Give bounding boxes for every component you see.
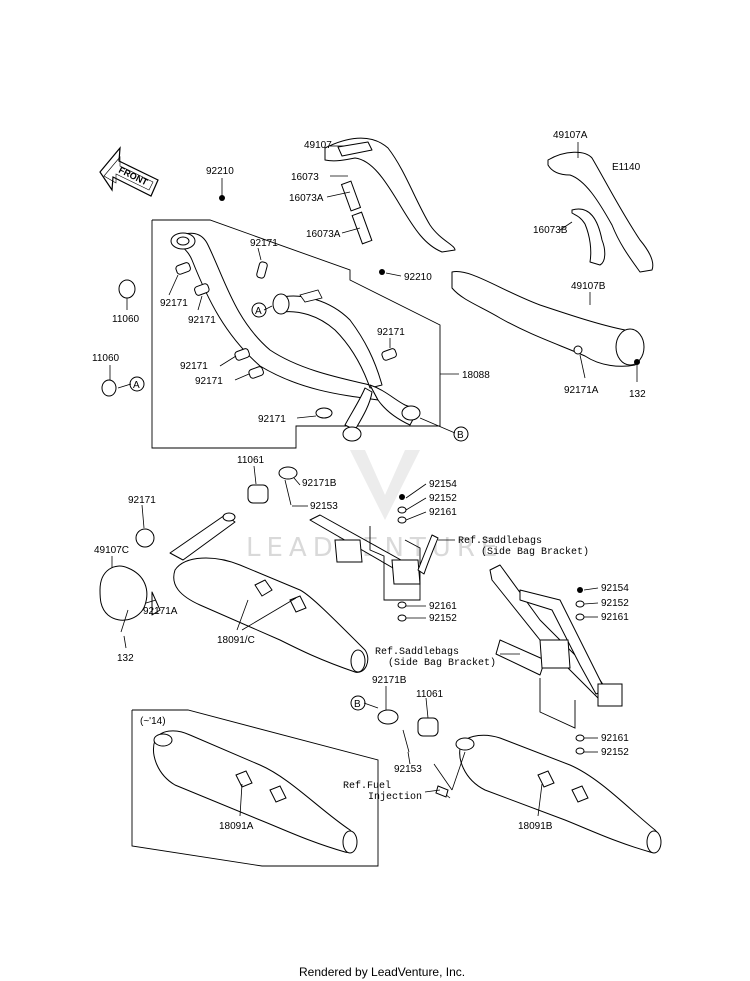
part-labels: 49107 49107A 49107B 49107C 16073 16073A … bbox=[92, 130, 646, 832]
reference-notes: Ref.Saddlebags (Side Bag Bracket) Ref.Sa… bbox=[343, 535, 589, 803]
ref-saddlebags-1: Ref.Saddlebags bbox=[458, 535, 542, 547]
label-92171B-1: 92171B bbox=[302, 478, 337, 489]
label-92152-2: 92152 bbox=[429, 613, 457, 624]
heat-cover-49107 bbox=[324, 137, 456, 253]
label-92154-1: 92154 bbox=[429, 479, 457, 490]
label-92171-e: 92171 bbox=[195, 376, 223, 387]
label-92152-4: 92152 bbox=[601, 747, 629, 758]
label-92153-1: 92153 bbox=[310, 501, 338, 512]
muffler-18091A-group bbox=[131, 709, 379, 867]
ref-saddlebags-2: Ref.Saddlebags bbox=[375, 646, 459, 658]
label-18091A: 18091A bbox=[219, 821, 254, 832]
label-11061-2: 11061 bbox=[416, 689, 444, 700]
label-92171-h: 92171 bbox=[128, 495, 156, 506]
end-cap-49107C bbox=[99, 528, 161, 633]
ref-fuel-2: Injection bbox=[368, 791, 422, 803]
label-92154-2: 92154 bbox=[601, 583, 629, 594]
leader-lines bbox=[109, 142, 638, 817]
label-92171-d: 92171 bbox=[180, 361, 208, 372]
bracket-middle bbox=[309, 494, 439, 622]
callout-b-1: B bbox=[457, 430, 464, 441]
label-92171-g: 92171 bbox=[258, 414, 286, 425]
label-16073A-2: 16073A bbox=[306, 229, 341, 240]
heat-cover-49107B bbox=[451, 271, 645, 367]
diagram-code: E1140 bbox=[612, 162, 641, 173]
label-18091B: 18091B bbox=[518, 821, 553, 832]
ref-saddlebags-1b: (Side Bag Bracket) bbox=[481, 546, 589, 558]
callout-a-1: A bbox=[255, 306, 262, 317]
label-92152-1: 92152 bbox=[429, 493, 457, 504]
label-16073B: 16073B bbox=[533, 225, 568, 236]
label-92161-3: 92161 bbox=[601, 612, 629, 623]
label-132-1: 132 bbox=[629, 389, 646, 400]
label-92161-4: 92161 bbox=[601, 733, 629, 744]
label-18091C: 18091/C bbox=[217, 635, 255, 646]
bracket-right bbox=[489, 564, 623, 755]
label-16073: 16073 bbox=[291, 172, 319, 183]
heat-cover-49107A bbox=[547, 151, 654, 273]
ref-saddlebags-2b: (Side Bag Bracket) bbox=[388, 657, 496, 669]
label-11061-1: 11061 bbox=[237, 455, 265, 466]
label-92171-f: 92171 bbox=[377, 327, 405, 338]
muffler-18091C bbox=[169, 466, 369, 673]
gasket-11060-lower bbox=[101, 379, 117, 397]
label-92161-1: 92161 bbox=[429, 507, 457, 518]
label-49107B: 49107B bbox=[571, 281, 606, 292]
label-92171A-1: 92171A bbox=[564, 385, 599, 396]
label-49107: 49107 bbox=[304, 140, 332, 151]
label-18088: 18088 bbox=[462, 370, 490, 381]
label-92171B-2: 92171B bbox=[372, 675, 407, 686]
label-92171-b: 92171 bbox=[160, 298, 188, 309]
label-49107C: 49107C bbox=[94, 545, 129, 556]
label-92161-2: 92161 bbox=[429, 601, 457, 612]
label-year-note: (~'14) bbox=[140, 716, 166, 727]
header-pipe-group bbox=[151, 195, 441, 449]
callout-a-2: A bbox=[133, 380, 140, 391]
footer-credit: Rendered by LeadVenture, Inc. bbox=[299, 965, 465, 979]
front-arrow-icon: FRONT bbox=[99, 146, 159, 197]
label-92152-3: 92152 bbox=[601, 598, 629, 609]
callouts: A A B B bbox=[129, 302, 469, 711]
label-92153-2: 92153 bbox=[394, 764, 422, 775]
label-92171-c: 92171 bbox=[188, 315, 216, 326]
label-11060-2: 11060 bbox=[92, 353, 120, 364]
label-49107A: 49107A bbox=[553, 130, 588, 141]
label-92171-a: 92171 bbox=[250, 238, 278, 249]
label-92210-1: 92210 bbox=[206, 166, 234, 177]
label-92210-2: 92210 bbox=[404, 272, 432, 283]
label-11060-1: 11060 bbox=[112, 314, 140, 325]
callout-b-2: B bbox=[354, 699, 361, 710]
gasket-11060-upper bbox=[118, 279, 136, 299]
label-132-2: 132 bbox=[117, 653, 134, 664]
ref-fuel-1: Ref.Fuel bbox=[343, 780, 391, 792]
label-92171A-2: 92171A bbox=[143, 606, 178, 617]
label-16073A-1: 16073A bbox=[289, 193, 324, 204]
